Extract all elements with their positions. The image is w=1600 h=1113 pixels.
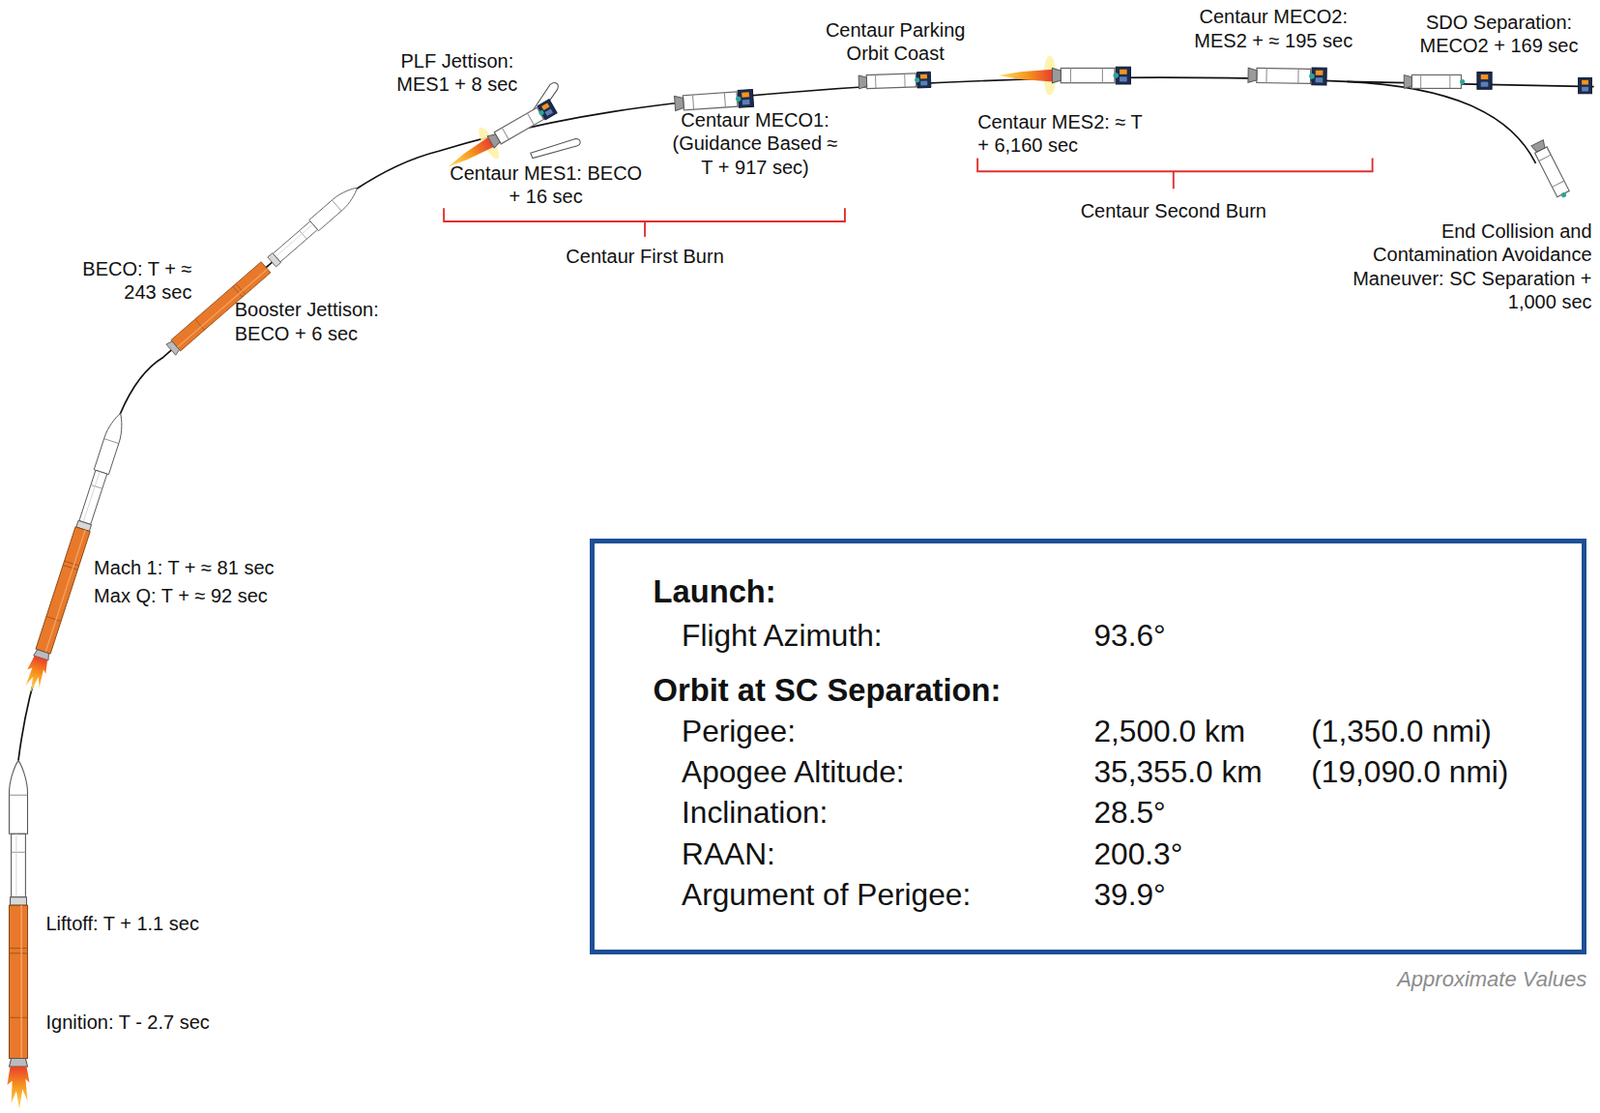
event-label: Mach 1: T + ≈ 81 sec bbox=[93, 555, 274, 580]
event-label: Centaur MECO1: (Guidance Based ≈ T + 917… bbox=[668, 108, 842, 179]
event-label: Max Q: T + ≈ 92 sec bbox=[93, 583, 268, 608]
event-label: BECO: T + ≈ 243 sec bbox=[53, 257, 193, 305]
atlas-rocket bbox=[21, 409, 130, 695]
orbit-value: Perigee: bbox=[681, 716, 796, 748]
event-label: Centaur MECO2: MES2 + ≈ 195 sec bbox=[1181, 4, 1366, 53]
event-label: Booster Jettison: BECO + 6 sec bbox=[234, 297, 439, 346]
event-label: End Collision and Contamination Avoidanc… bbox=[1324, 219, 1593, 315]
orbit-value: (1,350.0 nmi) bbox=[1310, 716, 1492, 748]
orbit-value: RAAN: bbox=[681, 839, 776, 871]
orbit-value: (19,090.0 nmi) bbox=[1310, 756, 1509, 788]
centaur-stage bbox=[673, 88, 754, 112]
orbit-value: 39.9° bbox=[1093, 879, 1165, 911]
event-label: Liftoff: T + 1.1 sec bbox=[45, 911, 199, 935]
orbit-value: 35,355.0 km bbox=[1093, 756, 1262, 788]
event-label: Centaur MES1: BECO + 16 sec bbox=[448, 161, 643, 209]
event-label: PLF Jettison: MES1 + 8 sec bbox=[387, 49, 527, 97]
centaur-stage bbox=[1531, 140, 1571, 201]
burn-label: Centaur Second Burn bbox=[1041, 199, 1307, 223]
centaur-stage bbox=[858, 71, 931, 90]
orbit-value: Apogee Altitude: bbox=[681, 756, 905, 788]
orbit-value: 200.3° bbox=[1093, 839, 1183, 871]
note-label: Approximate Values bbox=[1280, 966, 1588, 993]
spacecraft bbox=[1578, 78, 1593, 94]
spacecraft bbox=[1477, 72, 1492, 90]
orbit-value: Flight Azimuth: bbox=[681, 620, 883, 652]
section-heading: Launch: bbox=[653, 576, 777, 609]
trajectory-line bbox=[1346, 81, 1594, 87]
event-label: SDO Separation: MECO2 + 169 sec bbox=[1408, 10, 1591, 59]
atlas-rocket bbox=[6, 759, 30, 1109]
section-heading: Orbit at SC Separation: bbox=[653, 674, 1002, 707]
phase-label: Centaur Parking Orbit Coast bbox=[811, 18, 980, 66]
orbit-value: 93.6° bbox=[1093, 620, 1165, 652]
orbit-value: Argument of Perigee: bbox=[681, 879, 971, 911]
event-label: Centaur MES2: ≈ T + 6,160 sec bbox=[977, 110, 1151, 158]
orbit-value: Inclination: bbox=[681, 797, 828, 829]
burn-label: Centaur First Burn bbox=[512, 244, 778, 268]
burn-bracket bbox=[443, 158, 1372, 237]
orbit-value: 28.5° bbox=[1093, 797, 1165, 829]
event-label: Ignition: T - 2.7 sec bbox=[45, 1010, 209, 1034]
centaur-stage bbox=[1248, 66, 1327, 86]
centaur-stage bbox=[998, 56, 1132, 96]
orbit-value: 2,500.0 km bbox=[1093, 716, 1246, 748]
orbit-info-box: Launch: Flight Azimuth: 93.6° Orbit at SC S… bbox=[589, 538, 1587, 955]
centaur-stage bbox=[1403, 74, 1465, 88]
